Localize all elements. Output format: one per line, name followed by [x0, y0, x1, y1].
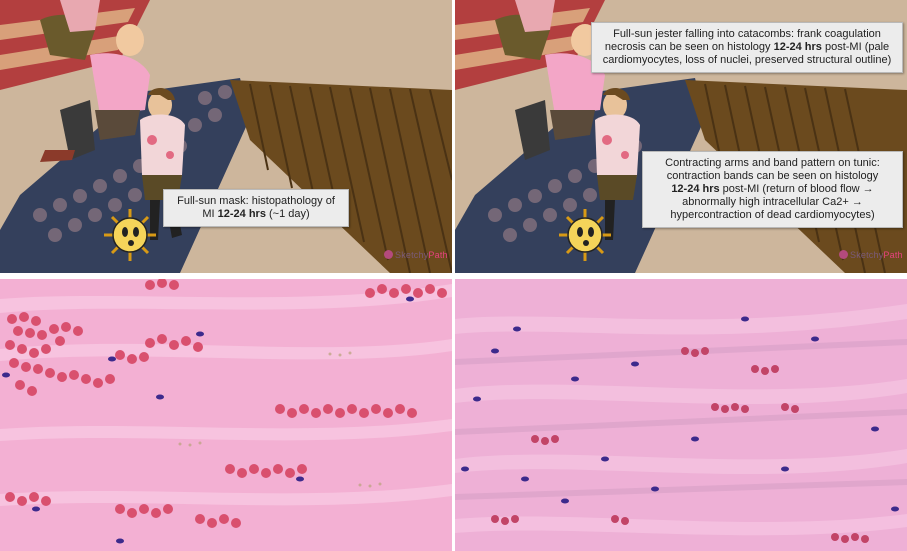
- red-blood-cells: [491, 347, 869, 543]
- histology-image-right: [455, 279, 907, 551]
- panel-mask-illustration: Full-sun mask: histopathology of MI 12-2…: [0, 0, 452, 273]
- brand-logo-icon: [839, 250, 848, 259]
- tunic-callout-line5: hypercontraction of dead cardiomyocytes): [670, 209, 875, 221]
- jester-callout-line1: Full-sun jester falling into catacombs: …: [613, 28, 881, 40]
- wooden-roof: [230, 80, 452, 273]
- mask-callout-prefix: MI: [202, 208, 218, 220]
- nuclei: [2, 296, 414, 544]
- red-blood-cells: [5, 279, 447, 528]
- jester-callout-suffix: post-MI (pale: [821, 41, 890, 53]
- panel-jester-illustration: Full-sun jester falling into catacombs: …: [455, 0, 907, 273]
- histology-image-left: [0, 279, 452, 551]
- tunic-callout-line1: Contracting arms and band pattern on tun…: [665, 157, 880, 169]
- mask-callout-line2: MI 12-24 hrs (~1 day): [171, 208, 341, 221]
- jester-callout-line2: necrosis can be seen on histology 12-24 …: [599, 41, 895, 54]
- sketch-scene: [0, 0, 452, 273]
- woman-figure: [595, 88, 640, 240]
- brand-suffix: Path: [428, 250, 448, 260]
- tunic-callout-bold: 12-24 hrs: [671, 183, 720, 195]
- brand-name: Sketchy: [395, 250, 429, 260]
- mask-callout: Full-sun mask: histopathology of MI 12-2…: [163, 189, 349, 227]
- sun-mask-icon: [104, 209, 156, 261]
- sun-mask-icon: [559, 209, 611, 261]
- mask-callout-bold: 12-24 hrs: [217, 208, 266, 220]
- brand-logo-icon: [384, 250, 393, 259]
- tunic-callout: Contracting arms and band pattern on tun…: [642, 151, 903, 228]
- myocardium-micrograph: [0, 279, 452, 551]
- myocardium-micrograph: [455, 279, 907, 551]
- tunic-callout-line4: abnormally high intracellular Ca2+ →: [682, 196, 863, 208]
- brand-suffix: Path: [883, 250, 903, 260]
- tunic-callout-line2: contraction bands can be seen on histolo…: [666, 170, 879, 182]
- tunic-callout-line3: 12-24 hrs post-MI (return of blood flow …: [650, 183, 895, 196]
- tunic-callout-suffix: post-MI (return of blood flow →: [719, 183, 874, 195]
- mask-callout-line1: Full-sun mask: histopathology of: [177, 195, 335, 207]
- jester-callout-line3: cardiomyocytes, loss of nuclei, preserve…: [602, 54, 892, 66]
- jester-figure: [40, 0, 150, 162]
- jester-callout-prefix: necrosis can be seen on histology: [604, 41, 774, 53]
- mask-callout-suffix: (~1 day): [265, 208, 310, 220]
- brand-watermark: SketchyPath: [384, 250, 448, 260]
- brand-watermark: SketchyPath: [839, 250, 903, 260]
- jester-callout-bold: 12-24 hrs: [773, 41, 822, 53]
- nuclei: [461, 316, 899, 512]
- jester-callout: Full-sun jester falling into catacombs: …: [591, 22, 903, 73]
- brand-name: Sketchy: [850, 250, 884, 260]
